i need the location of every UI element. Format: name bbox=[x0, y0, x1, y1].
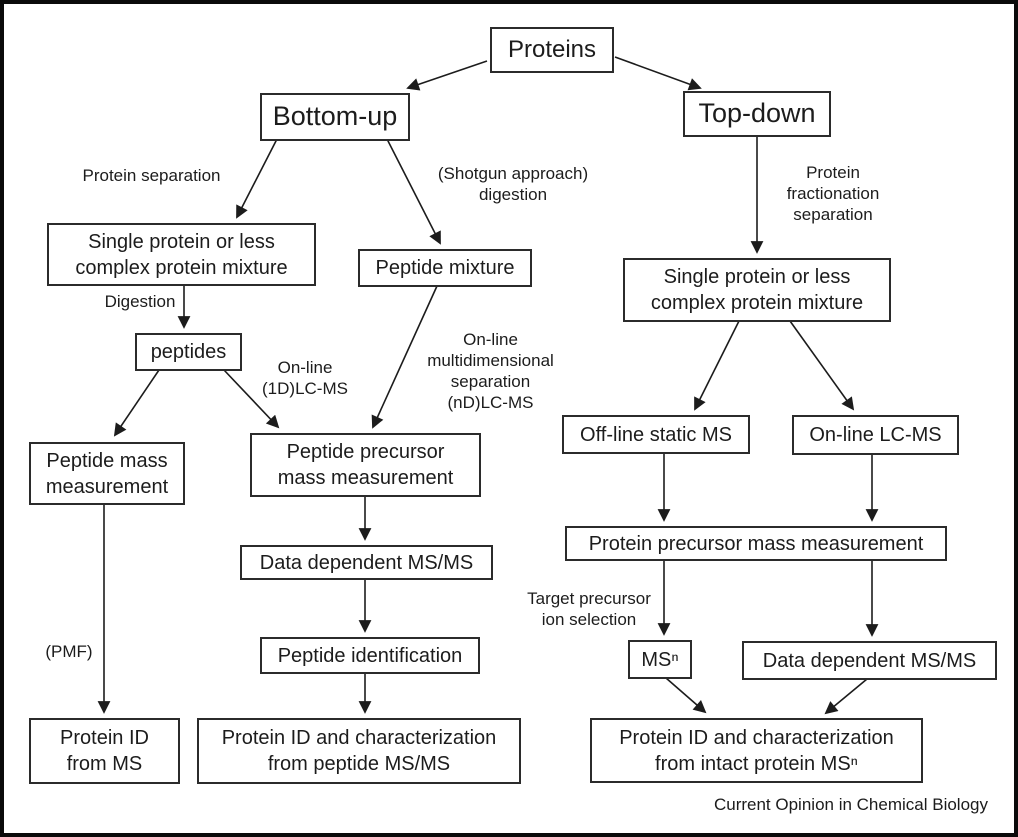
node-top-down: Top-down bbox=[683, 91, 831, 137]
journal-credit: Current Opinion in Chemical Biology bbox=[713, 795, 988, 814]
arrow-proteins-to-bottom-up bbox=[406, 60, 488, 91]
node-peptides: peptides bbox=[135, 333, 242, 371]
label-pmf: (PMF) bbox=[45, 642, 93, 661]
node-peptide-mass-measurement: Peptide mass measurement bbox=[29, 442, 185, 505]
label-protein-fractionation: Protein fractionation separation bbox=[786, 163, 880, 225]
label-target-precursor-ion-selection: Target precursor ion selection bbox=[527, 589, 651, 630]
arrow-peptides-to-peptide-mass bbox=[113, 369, 160, 437]
arrow-proteins-to-top-down bbox=[614, 56, 702, 91]
node-online-lcms: On-line LC-MS bbox=[792, 415, 959, 455]
node-protein-precursor-mass-measurement: Protein precursor mass measurement bbox=[565, 526, 947, 561]
node-single-protein-right: Single protein or less complex protein m… bbox=[623, 258, 891, 322]
label-digestion: Digestion bbox=[104, 292, 176, 311]
node-proteins: Proteins bbox=[490, 27, 614, 73]
node-protein-id-from-ms: Protein ID from MS bbox=[29, 718, 180, 784]
node-peptide-mixture: Peptide mixture bbox=[358, 249, 532, 287]
arrow-single-protein-to-online-lcms bbox=[789, 320, 855, 411]
label-online-multidimensional: On-line multidimensional separation (nD)… bbox=[427, 330, 554, 413]
node-single-protein-left: Single protein or less complex protein m… bbox=[47, 223, 316, 286]
node-peptide-precursor-mass-measurement: Peptide precursor mass measurement bbox=[250, 433, 481, 497]
node-data-dependent-msms-right: Data dependent MS/MS bbox=[742, 641, 997, 680]
node-protein-id-peptide-msms: Protein ID and characterization from pep… bbox=[197, 718, 521, 784]
label-online-1d-lcms: On-line (1D)LC-MS bbox=[262, 358, 348, 399]
node-offline-static-ms: Off-line static MS bbox=[562, 415, 750, 454]
node-data-dependent-msms-left: Data dependent MS/MS bbox=[240, 545, 493, 580]
node-protein-id-intact-msn: Protein ID and characterization from int… bbox=[590, 718, 923, 783]
arrow-bottom-up-to-single-protein bbox=[236, 138, 278, 219]
arrow-msn-to-protein-id-intact bbox=[665, 677, 707, 714]
node-bottom-up: Bottom-up bbox=[260, 93, 410, 141]
arrow-single-protein-to-offline-static bbox=[694, 320, 740, 411]
node-msn: MSⁿ bbox=[628, 640, 692, 679]
arrow-data-dependent-right-to-protein-id-intact bbox=[824, 678, 868, 715]
label-protein-separation: Protein separation bbox=[82, 166, 221, 185]
node-peptide-identification: Peptide identification bbox=[260, 637, 480, 674]
label-shotgun-digestion: (Shotgun approach) digestion bbox=[437, 164, 589, 205]
